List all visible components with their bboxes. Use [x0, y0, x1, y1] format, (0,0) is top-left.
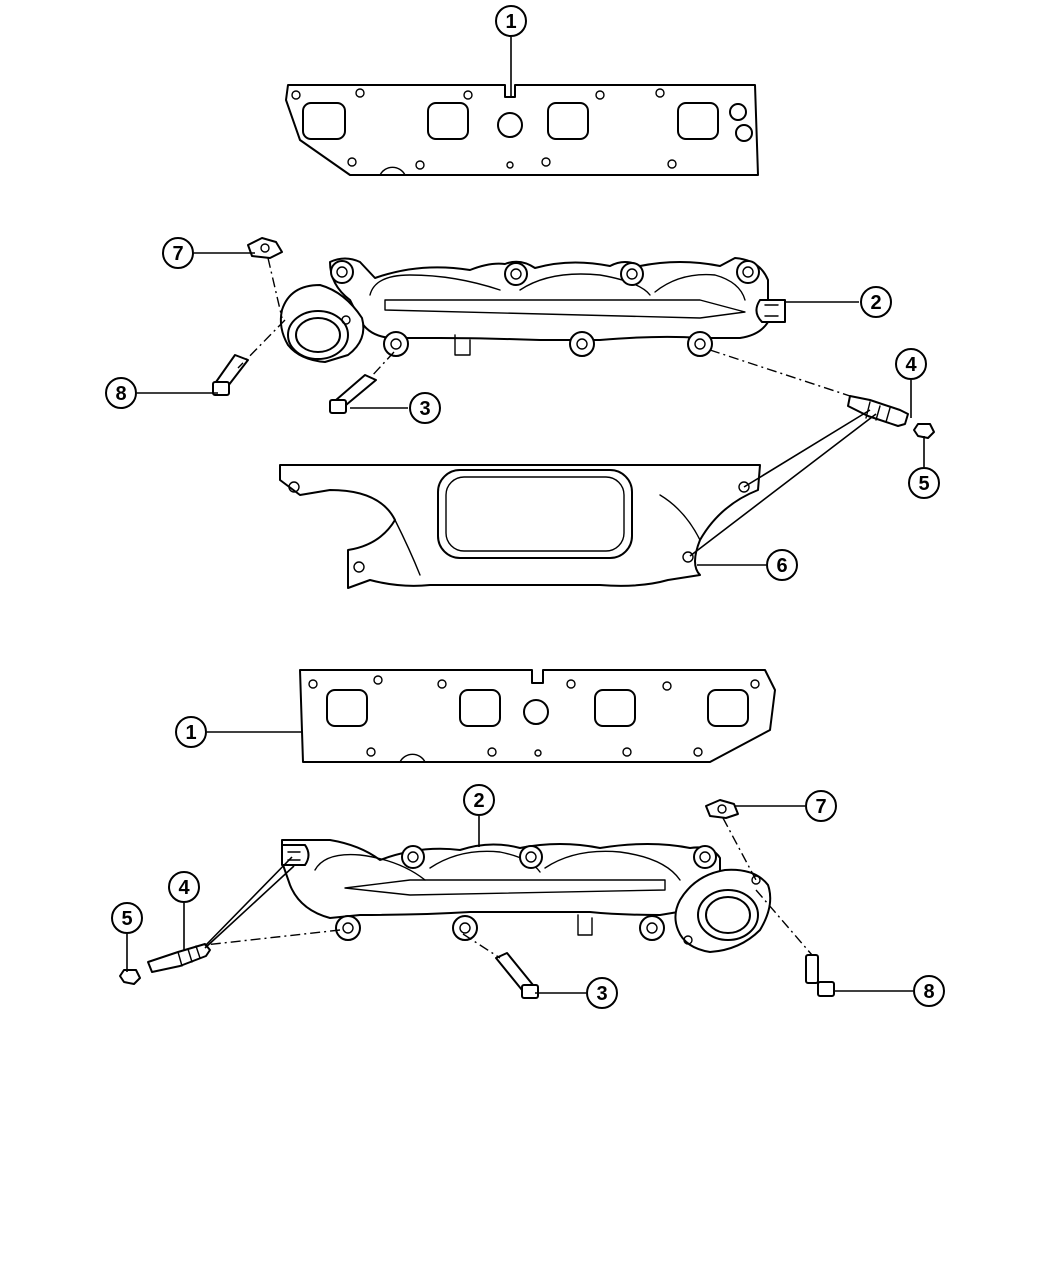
upper-bolt-3	[329, 374, 377, 414]
lower-bolt-8	[805, 954, 835, 997]
callout-1-top: 1	[495, 5, 527, 37]
callout-2-bottom: 2	[463, 784, 495, 816]
upper-exhaust-manifold	[279, 257, 786, 363]
lower-bolt-3	[495, 952, 539, 999]
callout-7-bottom: 7	[805, 790, 837, 822]
callout-8-top-label: 8	[115, 383, 126, 405]
callout-8-bottom-label: 8	[923, 981, 934, 1003]
callout-5-top-label: 5	[918, 473, 929, 495]
upper-manifold-gasket	[285, 84, 759, 176]
callout-5-bottom: 5	[111, 902, 143, 934]
callout-1-bottom: 1	[175, 716, 207, 748]
callout-1-top-label: 1	[505, 11, 516, 33]
lower-manifold-gasket	[299, 669, 776, 763]
callout-6: 6	[766, 549, 798, 581]
lower-oxygen-sensor-4	[147, 943, 211, 973]
callout-7-bottom-label: 7	[815, 796, 826, 818]
callout-4-bottom-label: 4	[178, 877, 190, 899]
callout-5-bottom-label: 5	[121, 908, 132, 930]
callout-8-bottom: 8	[913, 975, 945, 1007]
lower-stud-nut-7	[705, 799, 739, 819]
callout-3-bottom: 3	[586, 977, 618, 1009]
callout-8-top: 8	[105, 377, 137, 409]
callout-7-top: 7	[162, 237, 194, 269]
leader-lines	[126, 37, 925, 994]
callout-3-bottom-label: 3	[596, 983, 607, 1005]
upper-oxygen-sensor-4	[847, 395, 909, 427]
callout-4-top-label: 4	[905, 354, 917, 376]
callout-7-top-label: 7	[172, 243, 183, 265]
callout-4-bottom: 4	[168, 871, 200, 903]
callout-2-top: 2	[860, 286, 892, 318]
callout-5-top: 5	[908, 467, 940, 499]
callout-2-top-label: 2	[870, 292, 881, 314]
callout-3-top-label: 3	[419, 398, 430, 420]
upper-stud-nut-7	[247, 237, 283, 259]
lower-nut-5	[119, 969, 141, 985]
callout-2-bottom-label: 2	[473, 790, 484, 812]
lower-exhaust-manifold	[281, 839, 772, 953]
callout-4-top: 4	[895, 348, 927, 380]
upper-bolt-8	[212, 354, 249, 396]
upper-nut-5	[913, 423, 935, 439]
callout-6-label: 6	[776, 555, 787, 577]
callout-1-bottom-label: 1	[185, 722, 196, 744]
crossover-heat-shield	[279, 464, 761, 589]
callout-3-top: 3	[409, 392, 441, 424]
assembly-lines	[204, 257, 877, 959]
